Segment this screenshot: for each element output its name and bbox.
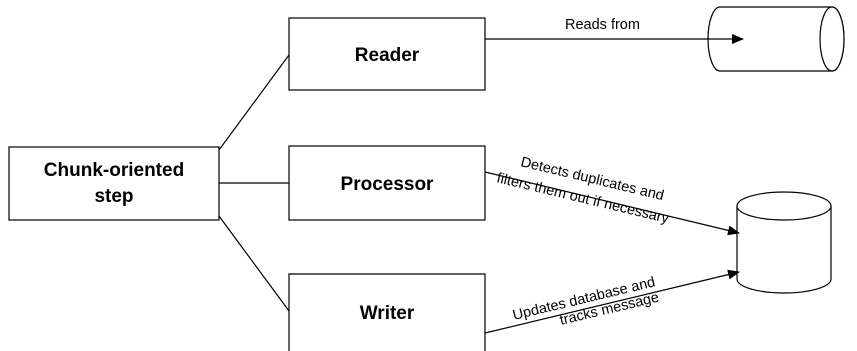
writer-to-db-edge: Updates database and tracks message [484, 269, 740, 334]
reader-node: Reader [288, 17, 486, 91]
writer-label: Writer [360, 303, 415, 324]
reads-from-label: Reads from [565, 17, 640, 33]
processor-to-db-edge: Detects duplicates and filters them out … [484, 154, 740, 236]
processor-arrow [484, 171, 740, 236]
writer-node: Writer [288, 273, 486, 351]
writer-arrow [484, 269, 740, 334]
connector-step-reader [218, 54, 290, 151]
source-cylinder-icon [707, 6, 845, 72]
processor-node: Processor [288, 145, 486, 221]
step-connectors [218, 54, 290, 312]
step-label-line2: step [94, 186, 133, 207]
step-label-line1: Chunk-oriented [44, 160, 184, 181]
connector-step-writer [218, 215, 290, 312]
reader-to-source-edge: Reads from [485, 17, 744, 44]
database-cylinder-icon [736, 191, 832, 294]
chunk-oriented-step-node: Chunk-oriented step [8, 146, 220, 221]
processor-label: Processor [341, 174, 435, 195]
reader-label: Reader [355, 45, 420, 66]
